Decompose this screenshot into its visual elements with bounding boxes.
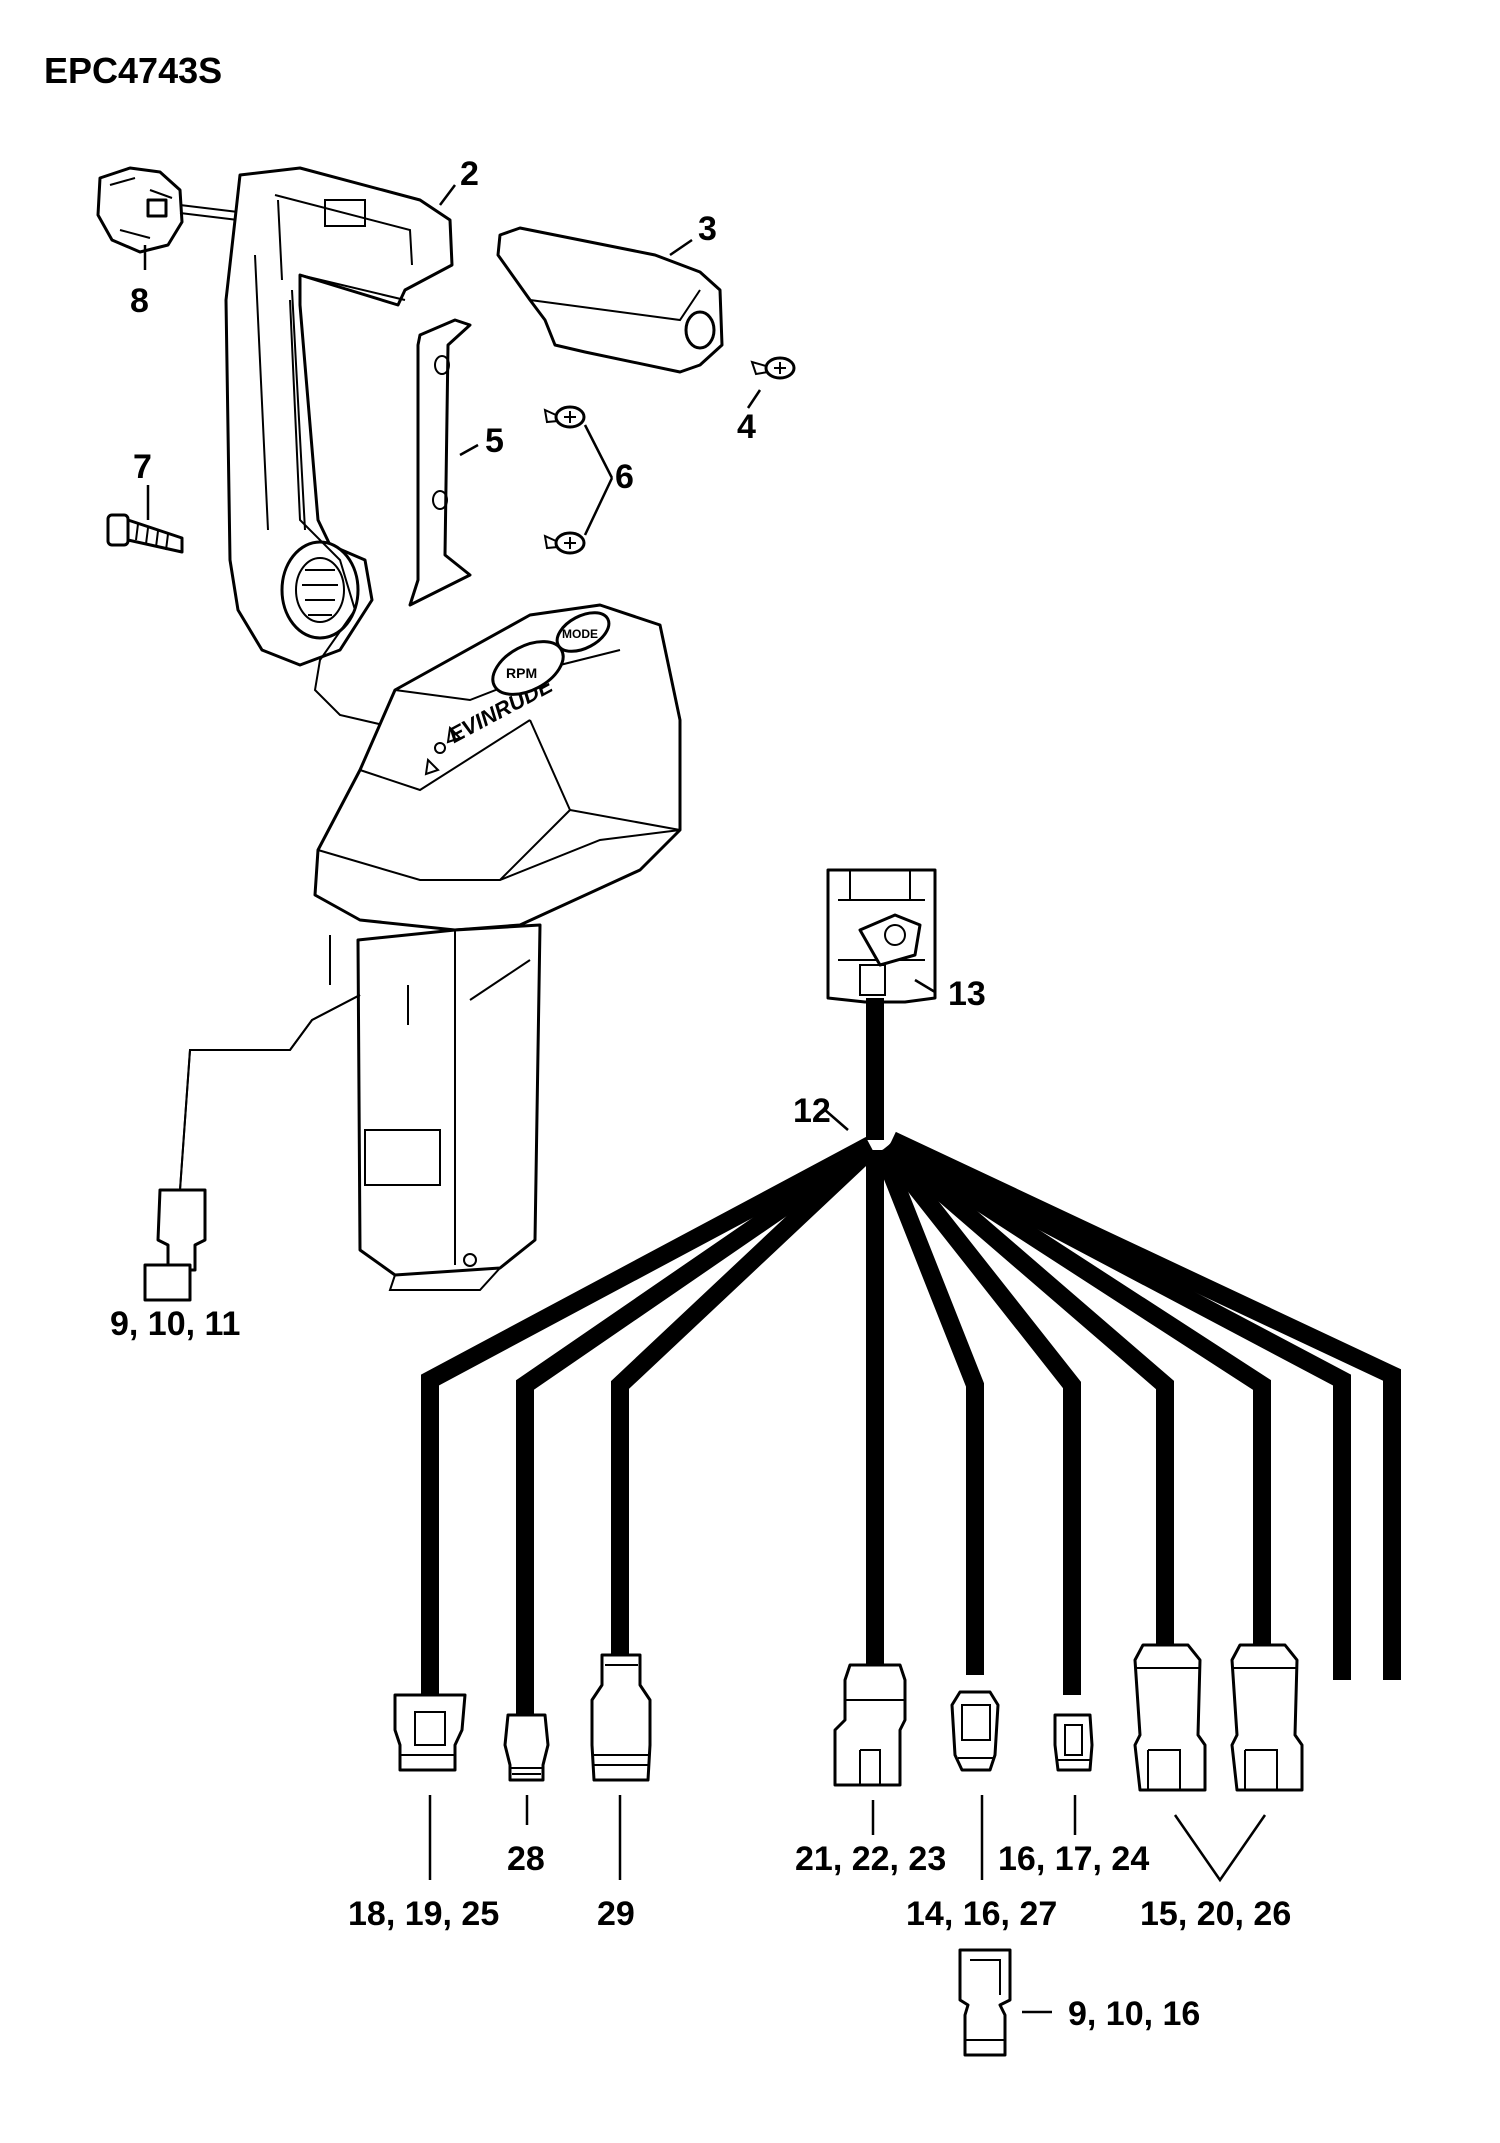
connector-9-10-16 — [958, 1948, 1012, 2057]
part-6-screws — [543, 405, 586, 555]
callout-labels: 2 3 4 5 6 7 8 9, 10, 11 12 13 18, 19, 25… — [110, 155, 1291, 2033]
callout-8: 8 — [130, 282, 149, 320]
callout-16-17-24: 16, 17, 24 — [998, 1840, 1149, 1878]
control-body: EVINRUDE RPM MODE — [313, 603, 682, 1291]
connector-28 — [503, 1713, 550, 1782]
connector-18-19-25 — [393, 1693, 467, 1772]
part-5-trim-plate — [408, 318, 472, 607]
mode-marking: MODE — [562, 627, 598, 641]
connector-29 — [590, 1653, 652, 1782]
callout-9-10-11: 9, 10, 11 — [110, 1305, 240, 1343]
callout-9-10-16: 9, 10, 16 — [1068, 1995, 1200, 2033]
callout-21-22-23: 21, 22, 23 — [795, 1840, 946, 1878]
part-2-control-handle — [224, 166, 454, 731]
part-8-trim-switch — [96, 166, 239, 254]
connector-15-20-26-a — [1133, 1643, 1207, 1792]
callout-13: 13 — [948, 975, 986, 1013]
connector-21-22-23 — [833, 1663, 907, 1787]
part-7-bolt — [106, 513, 184, 554]
part-13-main-connector — [826, 868, 937, 1004]
callout-5: 5 — [485, 422, 504, 460]
callout-18-19-25: 18, 19, 25 — [348, 1895, 499, 1933]
part-4-screw — [750, 356, 796, 380]
callout-4: 4 — [737, 408, 756, 446]
callout-15-20-26: 15, 20, 26 — [1140, 1895, 1291, 1933]
connector-14-16-27 — [950, 1690, 1000, 1772]
connector-15-20-26-b — [1230, 1643, 1304, 1792]
callout-2: 2 — [460, 155, 479, 193]
callout-28: 28 — [507, 1840, 545, 1878]
part-3-handle-grip — [496, 226, 724, 374]
connector-16-17-24 — [1053, 1713, 1094, 1772]
callout-12: 12 — [793, 1092, 831, 1130]
part-12-wire-harness — [421, 998, 1401, 1720]
rpm-marking: RPM — [506, 665, 537, 681]
callout-29: 29 — [597, 1895, 635, 1933]
diagram-id: EPC4743S — [44, 50, 223, 91]
callout-7: 7 — [133, 448, 152, 486]
body-harness — [143, 994, 361, 1302]
callout-6: 6 — [615, 458, 634, 496]
callout-3: 3 — [698, 210, 717, 248]
leader-lines — [143, 184, 1267, 2014]
callout-14-16-27: 14, 16, 27 — [906, 1895, 1057, 1933]
